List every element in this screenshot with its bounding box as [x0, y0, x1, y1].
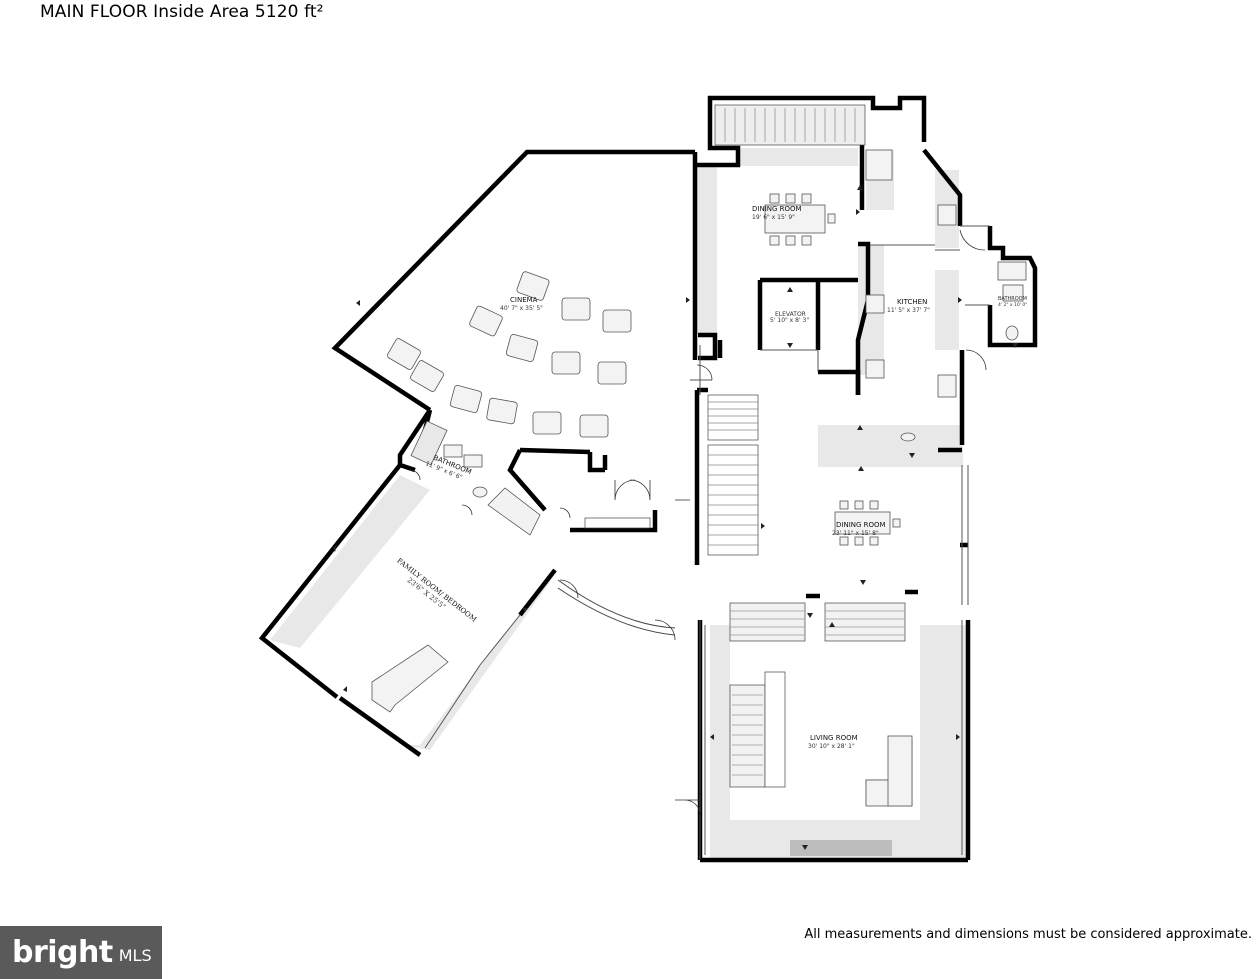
- room-name-family: FAMILY ROOM/ BEDROOM: [395, 557, 478, 624]
- room-dims-bathroom-right: 4' 2" x 10' 0": [998, 302, 1027, 308]
- page-title: MAIN FLOOR Inside Area 5120 ft²: [40, 2, 324, 22]
- direction-arrows: [333, 185, 1018, 850]
- room-dims-living: 30' 10" x 28' 1": [808, 743, 855, 750]
- room-name-kitchen: KITCHEN: [897, 298, 927, 306]
- room-name-bathroom-right: BATHROOM: [998, 296, 1027, 302]
- doors: [409, 229, 987, 816]
- brand-logo-suffix: MLS: [118, 946, 152, 965]
- brand-logo: bright MLS: [0, 926, 162, 979]
- room-dims-elevator: 5' 10" x 8' 3": [770, 317, 809, 324]
- brand-logo-text: bright: [12, 935, 113, 970]
- disclaimer-text: All measurements and dimensions must be …: [804, 927, 1252, 942]
- thin-walls: [424, 225, 990, 860]
- room-dims-kitchen: 11' 5" x 37' 7": [887, 307, 930, 314]
- room-name-elevator: ELEVATOR: [775, 311, 806, 318]
- room-dims-dining-2: 23' 11" x 15' 8": [832, 530, 879, 537]
- room-name-dining-2: DINING ROOM: [836, 521, 886, 529]
- walls: [258, 95, 1038, 863]
- room-name-cinema: CINEMA: [510, 296, 538, 304]
- room-dims-dining-1: 19' 6" x 15' 9": [752, 214, 795, 221]
- cinema-seats: [387, 271, 632, 438]
- room-name-living: LIVING ROOM: [810, 734, 858, 742]
- furniture: [371, 149, 1027, 807]
- room-name-dining-1: DINING ROOM: [752, 205, 802, 213]
- room-dims-cinema: 40' 7" x 35' 5": [500, 305, 543, 312]
- stairs: [487, 104, 906, 788]
